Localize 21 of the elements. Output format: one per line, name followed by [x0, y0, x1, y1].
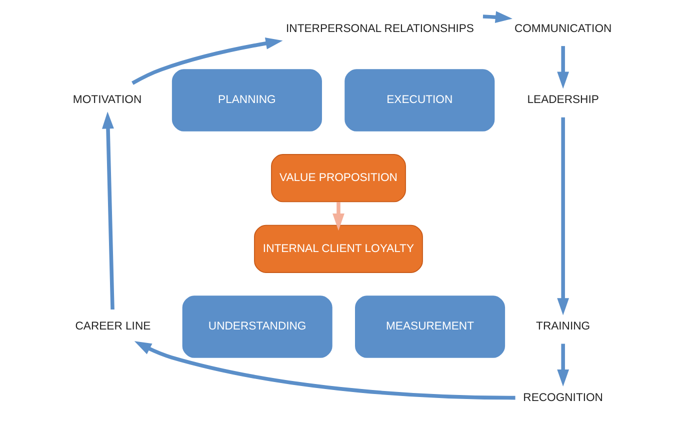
node-box: VALUE PROPOSITION: [271, 154, 406, 202]
arrow: [134, 341, 516, 400]
node-text: MOTIVATION: [72, 94, 142, 106]
node-text: INTERPERSONAL RELATIONSHIPS: [286, 22, 474, 35]
node-box: PLANNING: [172, 69, 322, 132]
node-text: COMMUNICATION: [514, 22, 612, 35]
arrow: [482, 11, 512, 24]
node-box: UNDERSTANDING: [182, 296, 332, 358]
arrow: [557, 46, 570, 89]
node-box: MEASUREMENT: [355, 296, 506, 358]
arrow: [332, 202, 344, 231]
node-text: CAREER LINE: [75, 320, 151, 333]
arrow: [102, 112, 114, 310]
node-text: TRAINING: [536, 320, 590, 333]
node-text: RECOGNITION: [523, 392, 603, 404]
node-box: EXECUTION: [344, 69, 495, 132]
arrow: [557, 344, 570, 387]
arrow: [132, 38, 283, 85]
node-box: INTERNAL CLIENT LOYALTY: [254, 224, 423, 273]
node-text: LEADERSHIP: [527, 94, 599, 106]
arrow: [557, 117, 570, 316]
